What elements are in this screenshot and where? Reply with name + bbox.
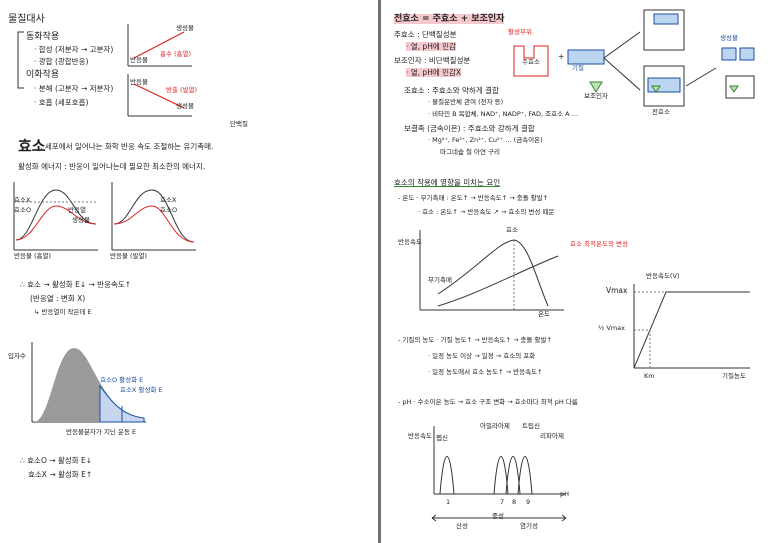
graph-absorb: 흡수 (흡열)	[160, 50, 192, 58]
cata-item-2: · 호흡 (세포호흡)	[34, 98, 89, 107]
graph2-label-enzyme-o: 효소O	[160, 206, 178, 214]
coenzyme-sub1: · 물질운반체 관여 (전자 등)	[428, 98, 504, 106]
substrate-line2: · 일정 농도 이상 → 일정 → 효소의 포화	[428, 352, 536, 360]
metal-label: 보결족 (금속이온) : 주효소와 강하게 결합	[404, 124, 535, 133]
graph2-caption: 반응물 (발열)	[110, 252, 148, 260]
temp-graph-inorganic: 무기촉매	[428, 276, 452, 284]
left-page: 물질대사 동화작용 · 합성 (저분자 → 고분자) · 광합 (광합반응) 이…	[0, 0, 376, 543]
conclusion-1: ∴ 효소 → 활성화 E↓ → 반응속도↑	[20, 280, 132, 289]
mm-ylabel: 반응속도(V)	[646, 272, 680, 280]
temperature-graph	[419, 230, 564, 311]
temp-graph-note: 효소 최적온도의 변성	[570, 240, 628, 248]
graph-product-bottom: 생성물	[176, 102, 194, 110]
diagram-substrate: 기질	[572, 64, 584, 72]
cata-item-1: · 분해 (고분자 → 저분자)	[34, 84, 114, 93]
diagram-product: 생성물	[720, 34, 738, 42]
temp-graph-xlabel: 온도	[538, 310, 550, 318]
apoenzyme-sub: · 열, pH에 민감	[406, 42, 456, 51]
graph-product-top: 생성물	[176, 24, 194, 32]
diagram-cofactor: 보조인자	[584, 92, 608, 100]
ph-curve-trypsin: 트립신	[522, 422, 540, 430]
dist-ylabel: 입자수	[8, 352, 26, 360]
conclusion-3: ↳ 반응열이 작은데 E	[34, 308, 92, 316]
dist-legend-o: 효소O 활성화 E	[100, 376, 144, 384]
graph-label-product: 생성물	[72, 216, 90, 224]
mm-half: ½ Vmax	[598, 324, 625, 332]
cofactor-label: 보조인자 : 비단백질성분	[394, 56, 471, 65]
energy-level-graphs	[127, 24, 192, 117]
graph-reactant-bottom: 반응물	[130, 78, 148, 86]
factors-temp1: - 온도 · 무기촉매 : 온도↑ → 반응속도↑ → 충돌 활발↑	[398, 194, 549, 202]
ph-scale-arrow	[431, 514, 567, 522]
michaelis-menten-graph	[633, 284, 750, 369]
ph-axis: pH	[560, 490, 570, 498]
substrate-line3: · 일정 농도에서 효소 농도↑ → 반응속도↑	[428, 368, 543, 376]
enzyme-side-note: 단백질	[230, 120, 248, 128]
right-page: 전효소 = 주효소 + 보조인자 주효소 : 단백질성분 · 열, pH에 민감…	[384, 0, 768, 543]
coenzyme-sub2: · 비타민 B 복합체, NAD⁺, NADP⁺, FAD, 조효소 A …	[428, 110, 579, 118]
energy-distribution-graph	[31, 342, 146, 423]
anabolism-label: 동화작용	[26, 32, 60, 42]
dist-xlabel: 반응물분자가 지닌 운동 E	[66, 428, 137, 436]
diagram-holoenzyme: 전효소	[652, 108, 670, 116]
graph-label-heat: 반응열	[68, 206, 86, 214]
enzyme-def: : 세포에서 일어나는 화학 반응 속도 조절하는 유기촉매.	[40, 142, 214, 151]
cofactor-sub: · 열, pH에 민감X	[406, 68, 462, 77]
temp-graph-ylabel: 반응속도	[398, 238, 422, 246]
factors-temp2: · 효소 : 온도↑ → 반응속도 ↗ → 효소의 변성 때문	[418, 208, 555, 216]
page-divider	[378, 0, 381, 543]
graph2-label-enzyme-x: 효소X	[160, 196, 177, 204]
enzyme-title: 효소	[18, 137, 46, 155]
ph-curve-lipase: 리파아제	[540, 432, 564, 440]
coenzyme-label: 조효소 : 주효소와 약하게 결합	[404, 86, 499, 95]
enzyme-note: 활성화 에너지 : 반응이 일어나는데 필요한 최소한의 에너지.	[18, 162, 206, 171]
substrate-line1: - 기질의 농도 · 기질 농도↑ → 반응속도↑ → 충돌 활발↑	[398, 336, 552, 344]
activation-energy-graphs	[13, 182, 196, 251]
ph-tick-8: 8	[512, 498, 517, 506]
factors-title: 효소의 작용에 영향을 미치는 요인	[394, 178, 501, 187]
graph-label-enzyme-o: 효소O	[14, 206, 32, 214]
holoenzyme-diagram	[513, 9, 755, 107]
metal-names: 마그네슘 철 아연 구리	[440, 148, 501, 156]
temp-graph-enzyme: 효소	[506, 226, 518, 234]
ana-item-1: · 합성 (저분자 → 고분자)	[34, 45, 114, 54]
ph-curve-amylase: 아밀라아제	[480, 422, 510, 430]
mm-xlabel: 기질농도	[722, 372, 746, 380]
diagram-active-site: 활성부위	[508, 28, 532, 36]
metabolism-bracket	[17, 31, 24, 89]
graph-reactant-top: 반응물	[130, 56, 148, 64]
dist-legend-x: 효소X 활성화 E	[120, 386, 163, 394]
ana-item-2: · 광합 (광합반응)	[34, 57, 89, 66]
catabolism-label: 이화작용	[26, 70, 60, 80]
apoenzyme-label: 주효소 : 단백질성분	[394, 30, 457, 39]
graph1-caption: 반응물 (흡열)	[14, 252, 52, 260]
ph-tick-9: 9	[526, 498, 531, 506]
diagram-apo: 주효소	[522, 58, 540, 66]
mm-km: Km	[644, 372, 655, 380]
ph-curve-pepsin: 펩신	[436, 434, 448, 442]
graph-release: 방출 (발열)	[166, 86, 198, 94]
metabolism-title: 물질대사	[8, 14, 45, 25]
final-1: ∴ 효소O → 활성화 E↓	[20, 456, 93, 465]
mm-vmax: Vmax	[606, 286, 628, 295]
ph-tick-1: 1	[446, 498, 451, 506]
metal-ions: · Mg²⁺, Fe²⁺, Zn²⁺, Cu²⁺ … (금속이온)	[428, 136, 543, 144]
holoenzyme-eq: 전효소 = 주효소 + 보조인자	[394, 14, 505, 24]
ph-acid: 산성	[456, 522, 468, 530]
ph-base: 염기성	[520, 522, 538, 530]
ph-graph	[433, 426, 566, 495]
diagram-plus: +	[558, 52, 565, 61]
conclusion-2: (반응열 : 변화 X)	[30, 294, 86, 303]
ph-ylabel: 반응속도	[408, 432, 432, 440]
ph-neutral: 중성	[492, 512, 504, 520]
ph-line: - pH · 수소이온 농도 → 효소 구조 변화 → 효소마다 최적 pH 다…	[398, 398, 578, 406]
final-2: 효소X → 활성화 E↑	[28, 470, 93, 479]
graph-label-enzyme-x: 효소X	[14, 196, 31, 204]
ph-tick-7: 7	[500, 498, 505, 506]
